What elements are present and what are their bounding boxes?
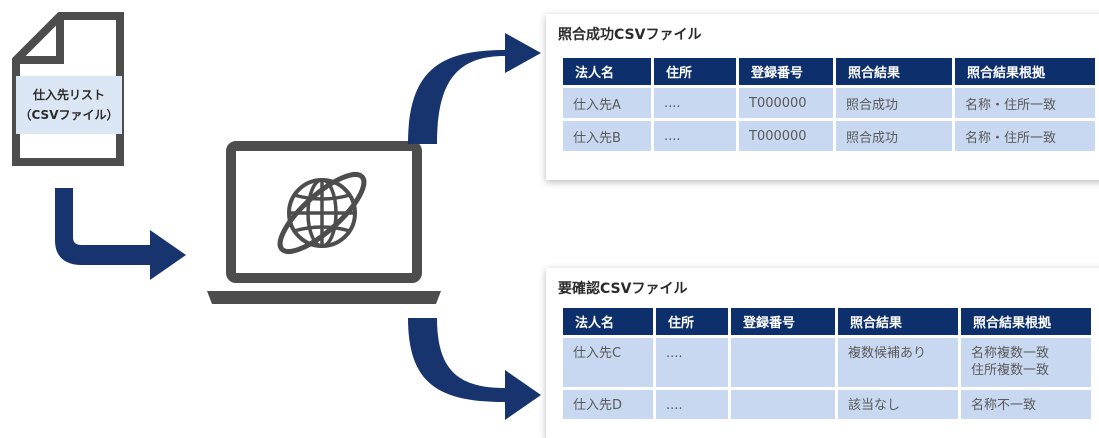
source-file-label-line1: 仕入先リスト xyxy=(32,88,105,102)
cell-corp-name: 仕入先D xyxy=(563,390,653,419)
header-corp-name: 法人名 xyxy=(563,58,651,85)
cell-corp-name: 仕入先A xyxy=(563,88,651,118)
cell-address: .... xyxy=(656,338,728,387)
table-row: 仕入先A .... T000000 照合成功 名称・住所一致 xyxy=(563,88,1095,118)
check-csv-card: 要確認CSVファイル 法人名 住所 登録番号 照合結果 照合結果根拠 仕入先C … xyxy=(546,268,1099,438)
cell-reg-number: T000000 xyxy=(739,88,833,118)
cell-match-result: 照合成功 xyxy=(836,121,952,151)
check-csv-title: 要確認CSVファイル xyxy=(558,281,688,297)
cell-match-basis: 名称・住所一致 xyxy=(955,121,1095,151)
header-match-result: 照合結果 xyxy=(836,58,952,85)
cell-address: .... xyxy=(654,88,736,118)
header-match-result: 照合結果 xyxy=(838,308,958,335)
globe-icon xyxy=(277,171,367,255)
cell-match-result: 照合成功 xyxy=(836,88,952,118)
table-header-row: 法人名 住所 登録番号 照合結果 照合結果根拠 xyxy=(563,58,1095,85)
success-csv-table: 法人名 住所 登録番号 照合結果 照合結果根拠 仕入先A .... T00000… xyxy=(560,55,1098,154)
arrow-to-laptop xyxy=(55,188,186,280)
header-reg-number: 登録番号 xyxy=(739,58,833,85)
cell-match-result: 複数候補あり xyxy=(838,338,958,387)
table-header-row: 法人名 住所 登録番号 照合結果 照合結果根拠 xyxy=(563,308,1091,335)
success-csv-title: 照合成功CSVファイル xyxy=(558,27,702,43)
cell-address: .... xyxy=(656,390,728,419)
header-address: 住所 xyxy=(656,308,728,335)
arrow-to-check-file xyxy=(408,318,541,420)
cell-match-basis: 名称・住所一致 xyxy=(955,88,1095,118)
arrow-to-success-file xyxy=(408,33,541,144)
cell-address: .... xyxy=(654,121,736,151)
cell-match-result: 該当なし xyxy=(838,390,958,419)
cell-reg-number xyxy=(731,390,835,419)
table-row: 仕入先C .... 複数候補あり 名称複数一致 住所複数一致 xyxy=(563,338,1091,387)
cell-match-basis: 名称複数一致 住所複数一致 xyxy=(961,338,1091,387)
header-reg-number: 登録番号 xyxy=(731,308,835,335)
header-match-basis: 照合結果根拠 xyxy=(955,58,1095,85)
cell-match-basis: 名称不一致 xyxy=(961,390,1091,419)
header-address: 住所 xyxy=(654,58,736,85)
cell-reg-number: T000000 xyxy=(739,121,833,151)
source-file-label-line2: （CSVファイル） xyxy=(19,108,119,122)
header-match-basis: 照合結果根拠 xyxy=(961,308,1091,335)
source-file-label: 仕入先リスト （CSVファイル） xyxy=(16,76,122,134)
cell-corp-name: 仕入先B xyxy=(563,121,651,151)
laptop-icon xyxy=(207,141,441,304)
header-corp-name: 法人名 xyxy=(563,308,653,335)
cell-reg-number xyxy=(731,338,835,387)
cell-corp-name: 仕入先C xyxy=(563,338,653,387)
success-csv-card: 照合成功CSVファイル 法人名 住所 登録番号 照合結果 照合結果根拠 仕入先A… xyxy=(546,14,1099,180)
check-csv-table: 法人名 住所 登録番号 照合結果 照合結果根拠 仕入先C .... 複数候補あり… xyxy=(560,305,1094,422)
table-row: 仕入先D .... 該当なし 名称不一致 xyxy=(563,390,1091,419)
table-row: 仕入先B .... T000000 照合成功 名称・住所一致 xyxy=(563,121,1095,151)
